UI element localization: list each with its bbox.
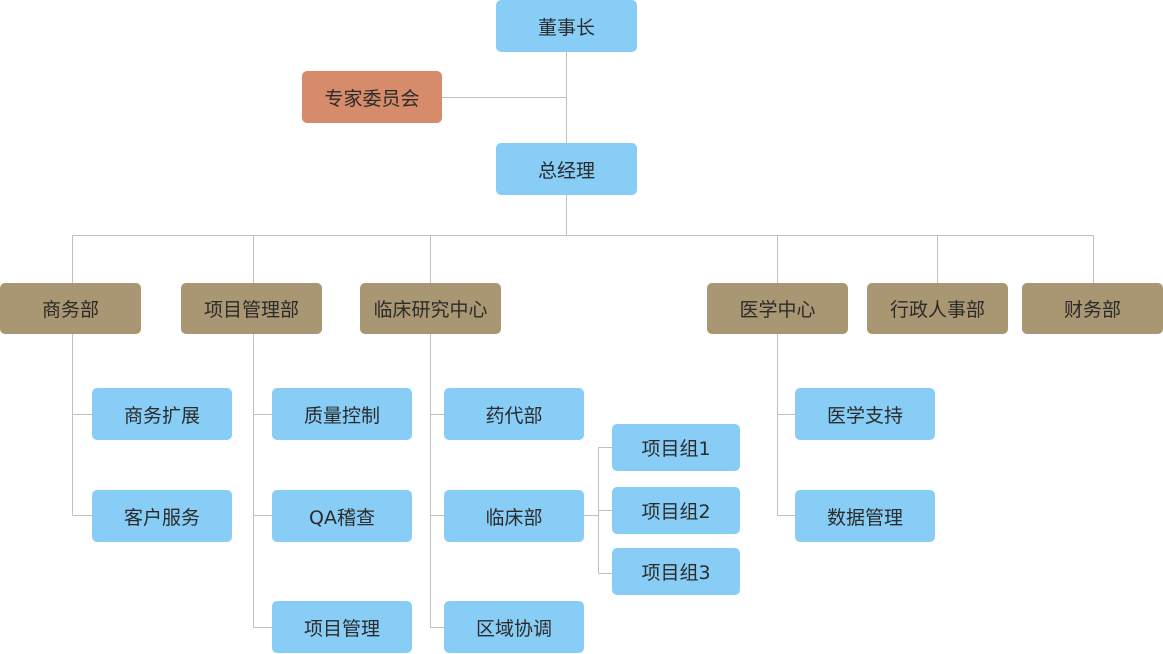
qa-audit-node: QA稽查 bbox=[272, 490, 412, 542]
project-group-2-node: 项目组2 bbox=[612, 487, 740, 534]
customer-service-node: 客户服务 bbox=[92, 490, 232, 542]
project-management-node: 项目管理 bbox=[272, 601, 412, 653]
chairman-node: 董事长 bbox=[496, 0, 637, 52]
expert-committee-node: 专家委员会 bbox=[302, 71, 442, 123]
department-admin-hr: 行政人事部 bbox=[867, 283, 1008, 334]
data-management-node: 数据管理 bbox=[795, 490, 935, 542]
regional-coordination-node: 区域协调 bbox=[444, 601, 584, 653]
department-medical: 医学中心 bbox=[707, 283, 848, 334]
department-project-management: 项目管理部 bbox=[181, 283, 322, 334]
pharmacokinetics-node: 药代部 bbox=[444, 388, 584, 440]
department-clinical-research: 临床研究中心 bbox=[360, 283, 501, 334]
project-group-1-node: 项目组1 bbox=[612, 424, 740, 471]
general-manager-node: 总经理 bbox=[496, 143, 637, 195]
department-business: 商务部 bbox=[0, 283, 141, 334]
project-group-3-node: 项目组3 bbox=[612, 548, 740, 595]
quality-control-node: 质量控制 bbox=[272, 388, 412, 440]
medical-support-node: 医学支持 bbox=[795, 388, 935, 440]
business-expansion-node: 商务扩展 bbox=[92, 388, 232, 440]
clinical-department-node: 临床部 bbox=[444, 490, 584, 542]
department-finance: 财务部 bbox=[1022, 283, 1163, 334]
